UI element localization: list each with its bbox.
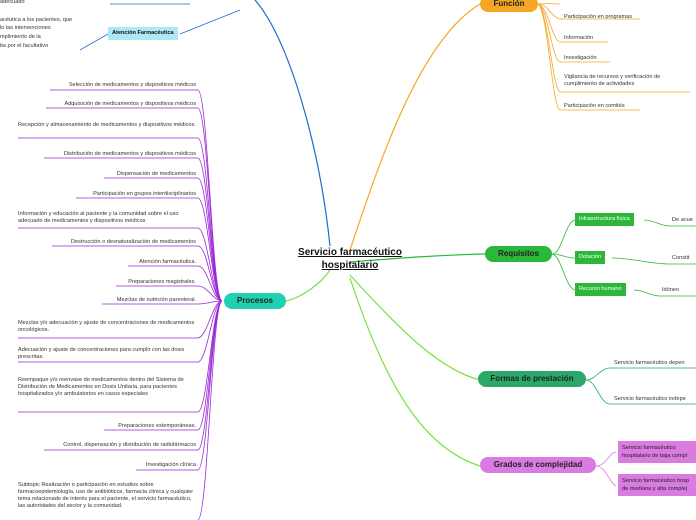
funcion-item-4: Vigilancia de recursos y verificación de… bbox=[564, 74, 661, 87]
proceso-item-10: Preparaciones magistrales. bbox=[128, 279, 196, 285]
link-root-procesos bbox=[285, 269, 331, 302]
requisito-recurso-humano-tag[interactable]: Recurso humano bbox=[575, 283, 626, 296]
link-root-grados bbox=[349, 277, 481, 467]
funcion-node[interactable]: Función bbox=[480, 0, 538, 12]
proceso-item-2: Adquisición de medicamentos y dispositiv… bbox=[64, 101, 196, 107]
proceso-item-1: Selección de medicamentos y dispositivos… bbox=[68, 82, 196, 88]
top-left-paragraph-line-1: acéutica a los pacientes, que bbox=[0, 17, 73, 23]
requisito-dotacion-value: Constit bbox=[672, 255, 690, 261]
requisito-infraestructura-value: De acue bbox=[672, 217, 693, 223]
proceso-item-18: Subtopic Realización o participación en … bbox=[18, 482, 194, 509]
forma-item-2: Servicio farmacéutico indepe bbox=[614, 396, 686, 402]
proceso-item-7: Información y educación al paciente y la… bbox=[18, 211, 179, 224]
link-root-top-left bbox=[254, 0, 331, 247]
requisito-dotacion-tag[interactable]: Dotación bbox=[575, 251, 606, 264]
top-left-paragraph-line-4: ita por el facultativo bbox=[0, 43, 49, 49]
funcion-item-3: Investigación bbox=[564, 55, 597, 61]
proceso-item-17: Investigación clínica bbox=[145, 462, 196, 468]
forma-item-1: Servicio farmacéutico depen bbox=[614, 360, 685, 366]
grado-item-2[interactable]: Servicio farmacéutico hosp de mediana y … bbox=[618, 474, 696, 496]
proceso-item-11: Mezclas de nutrición parenteral. bbox=[116, 297, 196, 303]
proceso-item-14: Reempaque y/o reenvase de medicamentos d… bbox=[18, 377, 184, 397]
requisito-infraestructura-tag[interactable]: Infraestructura física bbox=[575, 213, 634, 226]
root-topic[interactable]: Servicio farmacéutico hospitalario bbox=[298, 247, 402, 271]
link-root-funcion bbox=[349, 3, 481, 251]
proceso-item-5: Dispensación de medicamentos bbox=[116, 171, 196, 177]
requisito-recurso-humano-value: Idóneo bbox=[662, 287, 680, 293]
grado-item-1[interactable]: Servicio farmacéutico hospitalario de ba… bbox=[618, 441, 696, 463]
atencion-farmaceutica-node[interactable]: Atención Farmacéutica bbox=[108, 27, 178, 40]
proceso-item-15: Preparaciones extemporáneas. bbox=[118, 423, 196, 429]
proceso-item-12: Mezclas y/o adecuación y ajuste de conce… bbox=[18, 320, 195, 333]
link-root-formas bbox=[349, 274, 481, 381]
formas-node[interactable]: Formas de prestación bbox=[478, 371, 586, 387]
proceso-item-8: Destrucción o desnaturalización de medic… bbox=[71, 239, 196, 245]
proceso-item-9: Atención farmacéutica. bbox=[139, 259, 196, 265]
top-left-paragraph-line-3: mplimiento de la bbox=[0, 34, 41, 40]
proceso-item-16: Control, dispensación y distribución de … bbox=[63, 442, 196, 448]
funcion-item-1: Participación en programas bbox=[564, 14, 633, 20]
proceso-item-6: Participación en grupos interdisciplinar… bbox=[93, 191, 196, 197]
proceso-item-3: Recepción y almacenamiento de medicament… bbox=[18, 122, 196, 128]
proceso-item-4: Distribución de medicamentos y dispositi… bbox=[63, 151, 196, 157]
proceso-item-13: Adecuación y ajuste de concentraciones p… bbox=[18, 347, 185, 360]
grados-node[interactable]: Grados de complejidad bbox=[480, 457, 596, 473]
top-left-fragment-1: adecuado bbox=[0, 0, 25, 5]
funcion-item-2: Información bbox=[564, 35, 594, 41]
top-left-paragraph-line-2: lo las intervenciones bbox=[0, 25, 51, 31]
procesos-node[interactable]: Procesos bbox=[224, 293, 286, 309]
requisitos-node[interactable]: Requisitos bbox=[485, 246, 552, 262]
funcion-item-5: Participación en comités bbox=[564, 103, 625, 109]
